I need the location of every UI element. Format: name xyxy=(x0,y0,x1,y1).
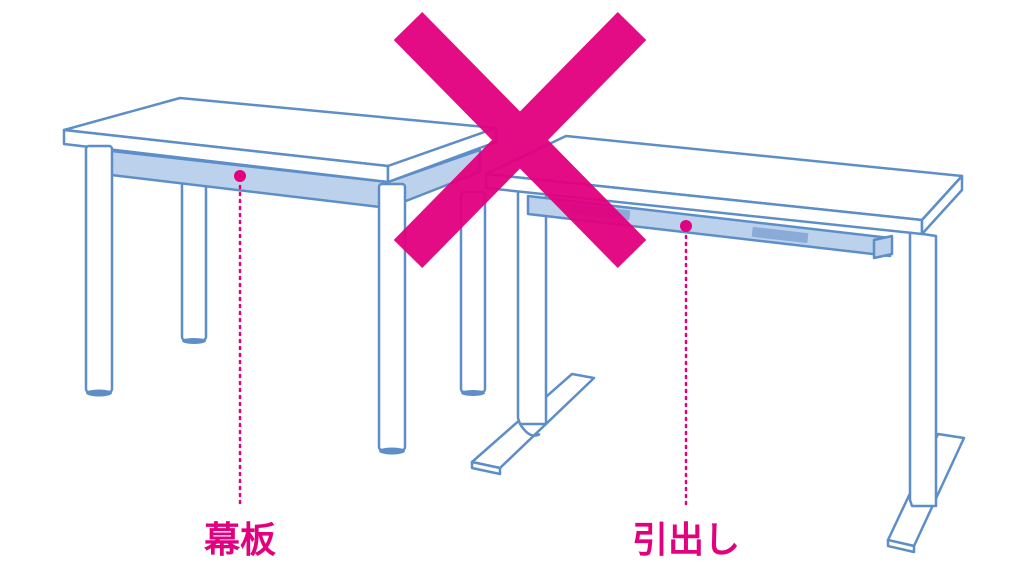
left-desk xyxy=(62,96,498,455)
right-desk-leg-right xyxy=(908,230,938,508)
drawer-marker xyxy=(680,220,692,232)
modesty-panel-callout: 幕板 xyxy=(203,170,276,561)
modesty-panel-marker xyxy=(234,170,246,182)
left-desk-front-leg-left xyxy=(84,144,114,397)
drawer-label: 引出し xyxy=(632,520,740,561)
drawer-callout: 引出し xyxy=(632,220,740,561)
modesty-panel-label: 幕板 xyxy=(203,520,276,561)
right-desk-leg-left xyxy=(516,186,548,437)
left-desk-back-leg-left xyxy=(180,176,208,344)
x-mark-icon xyxy=(393,11,647,269)
drawer-handle-right xyxy=(751,226,809,244)
right-desk xyxy=(470,134,966,554)
left-desk-front-leg-right xyxy=(377,182,407,455)
